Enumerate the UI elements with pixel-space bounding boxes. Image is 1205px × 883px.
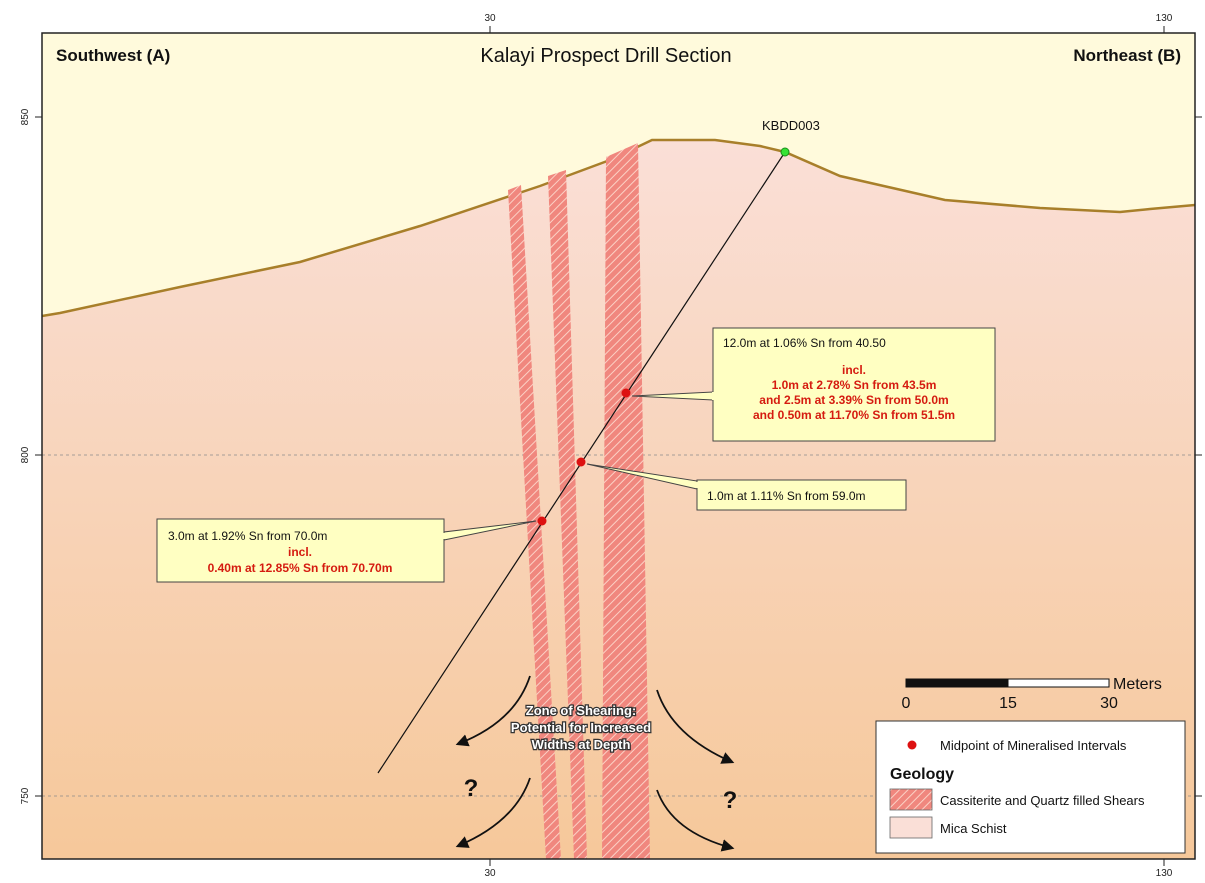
bottom-tick-30: 30 [484, 868, 496, 878]
arrow-left-upper [455, 675, 531, 747]
mineral-point-3 [537, 516, 547, 526]
callout-1-line-3: and 0.50m at 11.70% Sn from 51.5m [753, 408, 955, 422]
diagram-title: Kalayi Prospect Drill Section [480, 45, 731, 67]
bottom-tick-130: 130 [1156, 868, 1173, 878]
legend-heading: Geology [890, 766, 954, 783]
left-tick-750: 750 [20, 787, 31, 804]
callout-3: 3.0m at 1.92% Sn from 70.0m incl. 0.40m … [156, 518, 537, 583]
section-frame [41, 32, 1196, 860]
callout-1-line-2: and 2.5m at 3.39% Sn from 50.0m [759, 393, 948, 407]
scale-unit: Meters [1113, 676, 1162, 693]
legend-shear-label: Cassiterite and Quartz filled Shears [940, 793, 1145, 808]
legend-shear-swatch [889, 788, 933, 811]
callout-2: 1.0m at 1.11% Sn from 59.0m [586, 463, 907, 511]
question-mark-right: ? [723, 787, 738, 814]
legend-schist-swatch [889, 816, 933, 839]
legend-point-marker [907, 740, 917, 750]
drillhole-label: KBDD003 [762, 118, 820, 133]
callout-1-main: 12.0m at 1.06% Sn from 40.50 [723, 336, 886, 350]
callout-3-incl: incl. [288, 545, 312, 559]
left-tick-800: 800 [20, 446, 31, 463]
callout-3-line-1: 0.40m at 12.85% Sn from 70.70m [208, 561, 393, 575]
scale-tick-0: 0 [902, 695, 911, 712]
shear-zone-3 [602, 143, 650, 859]
annotation-line-2: Potential for Increased [511, 720, 651, 735]
mineral-point-1 [621, 388, 631, 398]
corner-label-left: Southwest (A) [56, 46, 170, 65]
scale-tick-30: 30 [1100, 695, 1118, 712]
scale-bar: 0 15 30 Meters [902, 676, 1162, 712]
arrow-right-lower [656, 789, 735, 852]
shear-zone-1 [508, 185, 561, 859]
arrow-left-lower [455, 777, 531, 848]
question-mark-left: ? [464, 775, 479, 802]
callout-1-line-1: 1.0m at 2.78% Sn from 43.5m [772, 378, 937, 392]
annotation-line-3: Widths at Depth [532, 737, 631, 752]
scale-tick-15: 15 [999, 695, 1017, 712]
mineral-point-2 [576, 457, 586, 467]
callout-3-main: 3.0m at 1.92% Sn from 70.0m [168, 529, 327, 543]
left-tick-850: 850 [20, 108, 31, 125]
corner-label-right: Northeast (B) [1073, 46, 1181, 65]
callout-1: 12.0m at 1.06% Sn from 40.50 incl. 1.0m … [631, 327, 996, 442]
top-tick-130: 130 [1156, 13, 1173, 24]
shear-zone-2 [548, 170, 587, 859]
legend-schist-label: Mica Schist [940, 821, 1007, 836]
drillhole-collar [780, 147, 790, 157]
annotation-line-1: Zone of Shearing: [526, 703, 637, 718]
callout-1-incl: incl. [842, 363, 866, 377]
shear-annotation: Zone of Shearing: Potential for Increase… [510, 702, 653, 754]
top-tick-30: 30 [484, 13, 496, 24]
topographic-surface [41, 138, 1196, 318]
legend-point-label: Midpoint of Mineralised Intervals [940, 738, 1127, 753]
legend: Midpoint of Mineralised Intervals Geolog… [875, 720, 1186, 854]
callout-2-main: 1.0m at 1.11% Sn from 59.0m [707, 489, 866, 503]
arrow-right-upper [656, 689, 735, 764]
